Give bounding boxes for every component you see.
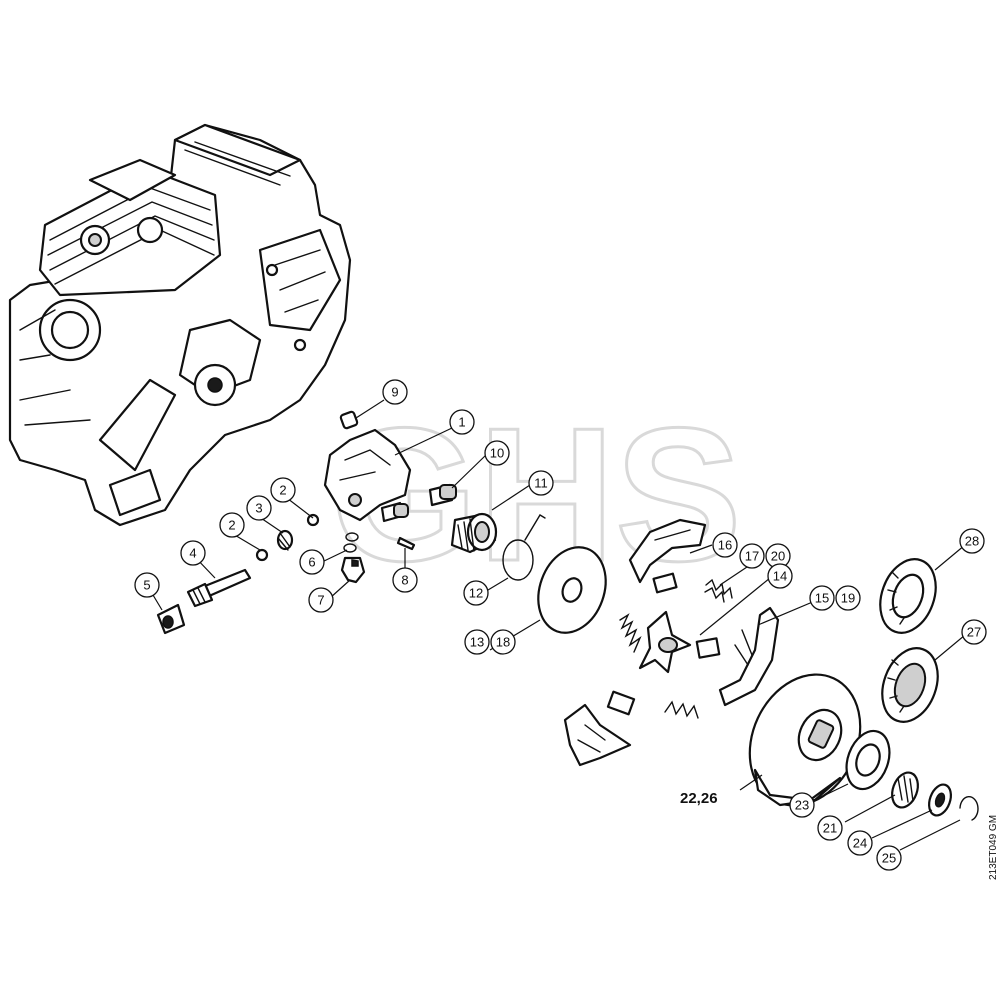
callout-5: 5 [134,572,160,598]
callout-18: 18 [490,629,516,655]
clutch-shoe-top [628,518,707,594]
callout-11: 11 [528,470,554,496]
callout-14: 14 [767,563,793,589]
svg-text:23: 23 [795,798,809,813]
clutch-shoe-bottom [563,690,636,767]
callout-7: 7 [308,587,334,613]
callout-1: 1 [449,409,475,435]
svg-text:9: 9 [391,385,398,400]
svg-text:18: 18 [496,635,510,650]
svg-text:5: 5 [143,578,150,593]
svg-text:7: 7 [317,593,324,608]
svg-text:28: 28 [965,534,979,549]
clutch-washer-part [537,546,607,634]
callout-21: 21 [817,815,843,841]
svg-text:20: 20 [771,549,785,564]
svg-text:14: 14 [773,569,787,584]
svg-text:6: 6 [308,555,315,570]
e-clip-part [959,796,979,821]
spring-clip-part [502,514,546,581]
svg-text:24: 24 [853,836,867,851]
svg-text:4: 4 [189,546,196,561]
clutch-drum-part [748,673,862,807]
callout-27: 27 [961,619,987,645]
screw-part-10 [428,483,457,507]
callout-25: 25 [876,845,902,871]
callout-2a: 2 [270,477,296,503]
svg-text:2: 2 [279,483,286,498]
callout-6: 6 [299,549,325,575]
callout-4: 4 [180,540,206,566]
svg-text:3: 3 [255,501,262,516]
svg-text:2: 2 [228,518,235,533]
sprocket-part-23 [845,729,891,791]
svg-text:15: 15 [815,591,829,606]
callout-9: 9 [382,379,408,405]
callout-17: 17 [739,543,765,569]
svg-text:27: 27 [967,625,981,640]
callout-15: 15 [809,585,835,611]
oil-pump-part [323,428,412,522]
svg-text:19: 19 [841,591,855,606]
callout-2b: 2 [219,512,245,538]
small-parts [255,513,416,584]
callout-24: 24 [847,830,873,856]
callout-3: 3 [246,495,272,521]
rim-sprocket-28 [879,558,937,634]
svg-text:11: 11 [534,476,548,491]
svg-text:1: 1 [458,415,465,430]
washer-part-24 [928,783,952,817]
clutch-carrier-part [638,610,721,674]
reference-code: 213ET049 GM [988,815,999,880]
svg-text:16: 16 [718,538,732,553]
adjusting-pin-part [186,568,252,608]
needle-cage-part [891,771,919,809]
callout-12: 12 [463,580,489,606]
svg-text:8: 8 [401,573,408,588]
nut-part-5 [156,603,186,635]
callout-8: 8 [392,567,418,593]
screw-part-oilpump [380,501,409,523]
svg-text:25: 25 [882,851,896,866]
callout-13: 13 [464,629,490,655]
clutch-shoe-right [718,606,780,707]
callout-16: 16 [712,532,738,558]
svg-text:21: 21 [823,821,837,836]
worm-gear-part [450,512,498,554]
svg-text:10: 10 [490,446,504,461]
screw-part-9 [339,410,359,430]
spring-part-left [619,613,642,653]
svg-text:17: 17 [745,549,759,564]
spring-part-bottom [664,700,699,719]
callout-23: 23 [789,792,815,818]
svg-text:13: 13 [470,635,484,650]
callout-10: 10 [484,440,510,466]
label-22-26: 22,26 [680,790,718,807]
callout-28: 28 [959,528,985,554]
engine-housing [8,123,352,527]
svg-text:12: 12 [469,586,483,601]
rim-sprocket-27 [881,647,939,723]
callout-19: 19 [835,585,861,611]
